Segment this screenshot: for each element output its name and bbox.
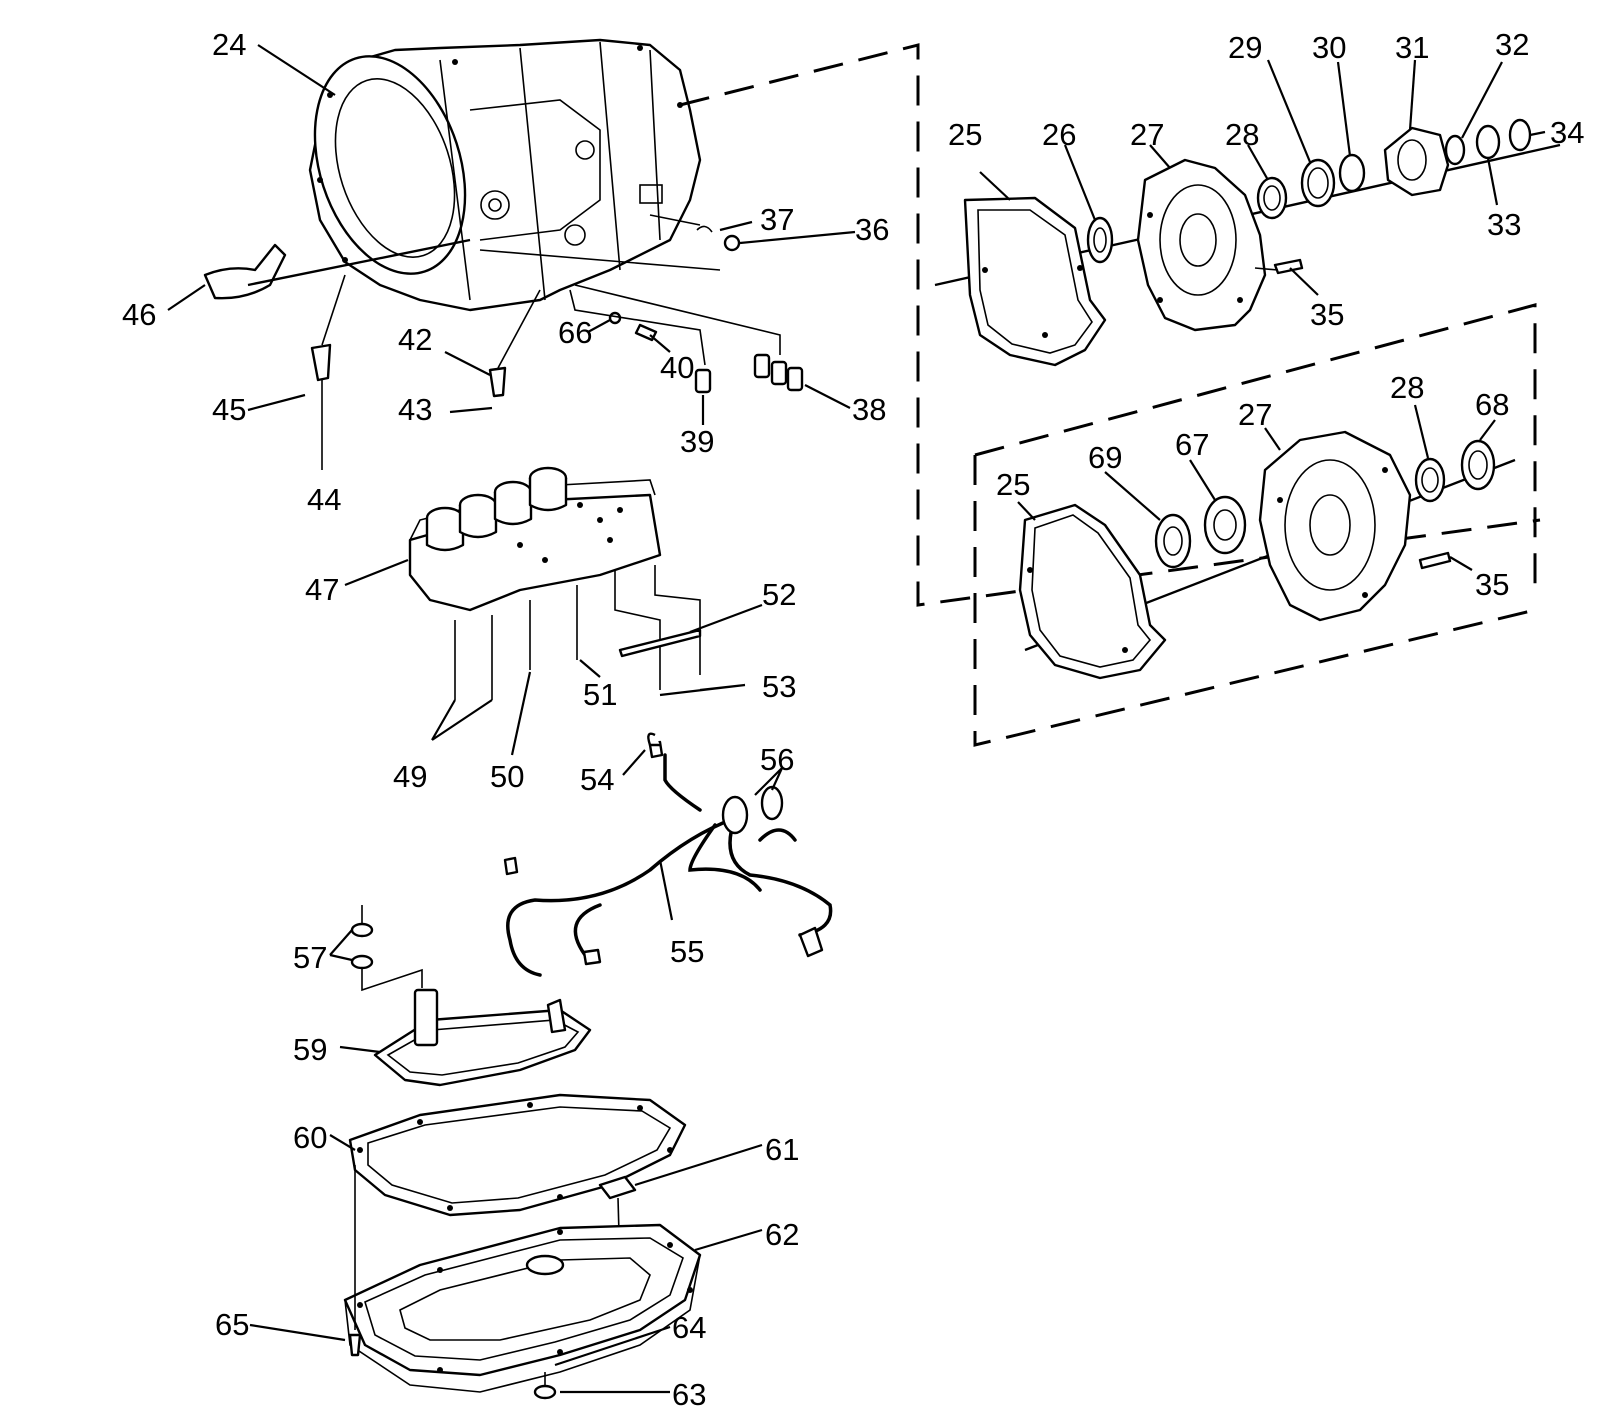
lower-extension-group (1018, 430, 1516, 680)
callout-26: 26 (1042, 117, 1076, 152)
part-46-shield (203, 243, 287, 300)
callout-54: 54 (580, 762, 614, 797)
part-28-seal-lower (1414, 457, 1446, 503)
callout-28-lower: 28 (1390, 370, 1424, 405)
oil-pan (343, 1223, 702, 1393)
callout-27-lower: 27 (1238, 397, 1272, 432)
part-69-seal (1154, 513, 1192, 569)
callout-25-lower: 25 (996, 467, 1030, 502)
part-67-shim (1203, 495, 1247, 555)
dashed-bracket-lower (973, 303, 1537, 747)
part-34-nut (1508, 118, 1532, 152)
callout-40: 40 (660, 350, 694, 385)
pan-gasket (348, 1093, 687, 1217)
callout-35-upper: 35 (1310, 297, 1344, 332)
callout-36: 36 (855, 212, 889, 247)
part-65-bolt (348, 1333, 362, 1357)
part-28-seal-upper (1256, 176, 1288, 220)
part-57-seal-top (350, 922, 374, 938)
callout-42: 42 (398, 322, 432, 357)
callouts: 24 25 26 27 28 29 30 31 32 33 34 35 36 3… (122, 27, 1584, 1412)
callout-52: 52 (762, 577, 796, 612)
callout-30: 30 (1312, 30, 1346, 65)
callout-66: 66 (558, 315, 592, 350)
part-44-45-sensor (310, 274, 346, 470)
callout-59: 59 (293, 1032, 327, 1067)
callout-53: 53 (762, 669, 796, 704)
upper-extension-group (934, 118, 1561, 367)
callout-34: 34 (1550, 115, 1584, 150)
valve-body (408, 466, 702, 700)
callout-44: 44 (307, 482, 341, 517)
part-29-ring (1300, 158, 1336, 208)
part-63-drain-plug (533, 1384, 557, 1400)
callout-35-lower: 35 (1475, 567, 1509, 602)
part-42-43-sensor (488, 289, 541, 398)
callout-68: 68 (1475, 387, 1509, 422)
callout-57: 57 (293, 940, 327, 975)
part-25-gasket-lower (1018, 503, 1167, 680)
callout-56: 56 (760, 742, 794, 777)
callout-51: 51 (583, 677, 617, 712)
callout-32: 32 (1495, 27, 1529, 62)
callout-50: 50 (490, 759, 524, 794)
part-30-o-ring (1338, 153, 1366, 193)
callout-49: 49 (393, 759, 427, 794)
callout-46: 46 (122, 297, 156, 332)
callout-37: 37 (760, 202, 794, 237)
callout-47: 47 (305, 572, 339, 607)
part-33-washer (1475, 124, 1501, 160)
callout-45: 45 (212, 392, 246, 427)
callout-65: 65 (215, 1307, 249, 1342)
part-32-washer (1444, 134, 1466, 166)
dashed-bracket-upper (679, 43, 1541, 607)
part-57-seal-bottom (350, 954, 374, 970)
callout-33: 33 (1487, 207, 1521, 242)
part-31-yoke (1383, 126, 1450, 197)
part-35-bolt-lower (1418, 551, 1452, 570)
callout-64: 64 (672, 1310, 706, 1345)
callout-55: 55 (670, 934, 704, 969)
callout-63: 63 (672, 1377, 706, 1412)
part-26-bearing (1086, 216, 1114, 264)
part-61-magnet (598, 1175, 637, 1200)
part-54-clip (647, 732, 660, 747)
leader-lines (167, 44, 1546, 1394)
callout-62: 62 (765, 1217, 799, 1252)
callout-61: 61 (765, 1132, 799, 1167)
callout-60: 60 (293, 1120, 327, 1155)
callout-24: 24 (212, 27, 246, 62)
wire-harness (503, 732, 833, 977)
callout-25-upper: 25 (948, 117, 982, 152)
callout-28-upper: 28 (1225, 117, 1259, 152)
callout-31: 31 (1395, 30, 1429, 65)
transmission-case (308, 38, 702, 312)
part-35-bolt-upper (1273, 258, 1304, 275)
callout-27-upper: 27 (1130, 117, 1164, 152)
part-25-gasket-upper (963, 196, 1107, 367)
callout-43: 43 (398, 392, 432, 427)
part-68-seal (1460, 439, 1496, 491)
small-fittings (479, 214, 804, 394)
callout-67: 67 (1175, 427, 1209, 462)
callout-38: 38 (852, 392, 886, 427)
callout-39: 39 (680, 424, 714, 459)
filter (350, 905, 592, 1087)
callout-29: 29 (1228, 30, 1262, 65)
callout-69: 69 (1088, 440, 1122, 475)
